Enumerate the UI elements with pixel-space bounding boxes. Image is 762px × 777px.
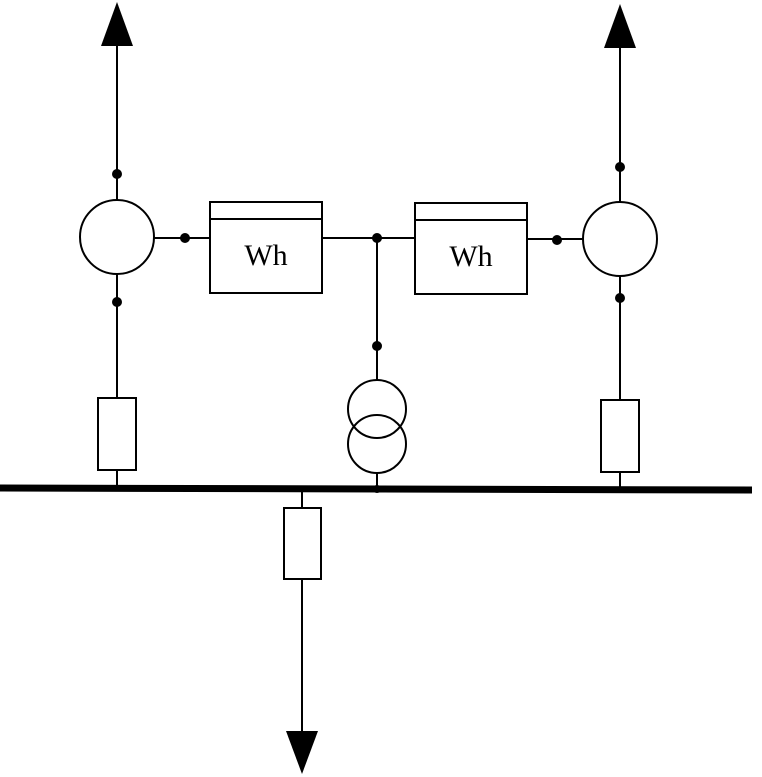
left-wh-meter-box xyxy=(209,201,323,294)
bottom-disconnector xyxy=(283,507,322,580)
vt-node-top xyxy=(372,341,382,351)
right-up-arrow-icon xyxy=(604,4,636,48)
right-feeder xyxy=(582,4,658,489)
right-feeder-node-bottom xyxy=(615,293,625,303)
meter-line-right-node xyxy=(552,235,562,245)
meter-line-left-node xyxy=(180,233,190,243)
right-wh-meter: Wh xyxy=(414,202,528,295)
right-wh-meter-box xyxy=(414,202,528,295)
voltage-transformer-branch xyxy=(347,238,407,493)
left-feeder-node-top xyxy=(112,169,122,179)
vt-winding-upper xyxy=(347,379,407,439)
right-feeder-node-top xyxy=(615,162,625,172)
right-disconnector xyxy=(600,399,640,473)
left-wh-meter: Wh xyxy=(209,201,323,294)
left-feeder xyxy=(79,2,155,488)
bottom-down-arrow-icon xyxy=(286,731,318,774)
left-wh-meter-label: Wh xyxy=(244,239,287,272)
left-current-transformer xyxy=(79,199,155,275)
vt-node-bus xyxy=(373,485,381,493)
bottom-feeder xyxy=(283,489,322,774)
left-up-arrow-icon xyxy=(101,2,133,46)
right-wh-meter-label: Wh xyxy=(449,240,492,273)
left-feeder-node-bottom xyxy=(112,297,122,307)
right-current-transformer xyxy=(582,201,658,277)
left-disconnector xyxy=(97,397,137,471)
